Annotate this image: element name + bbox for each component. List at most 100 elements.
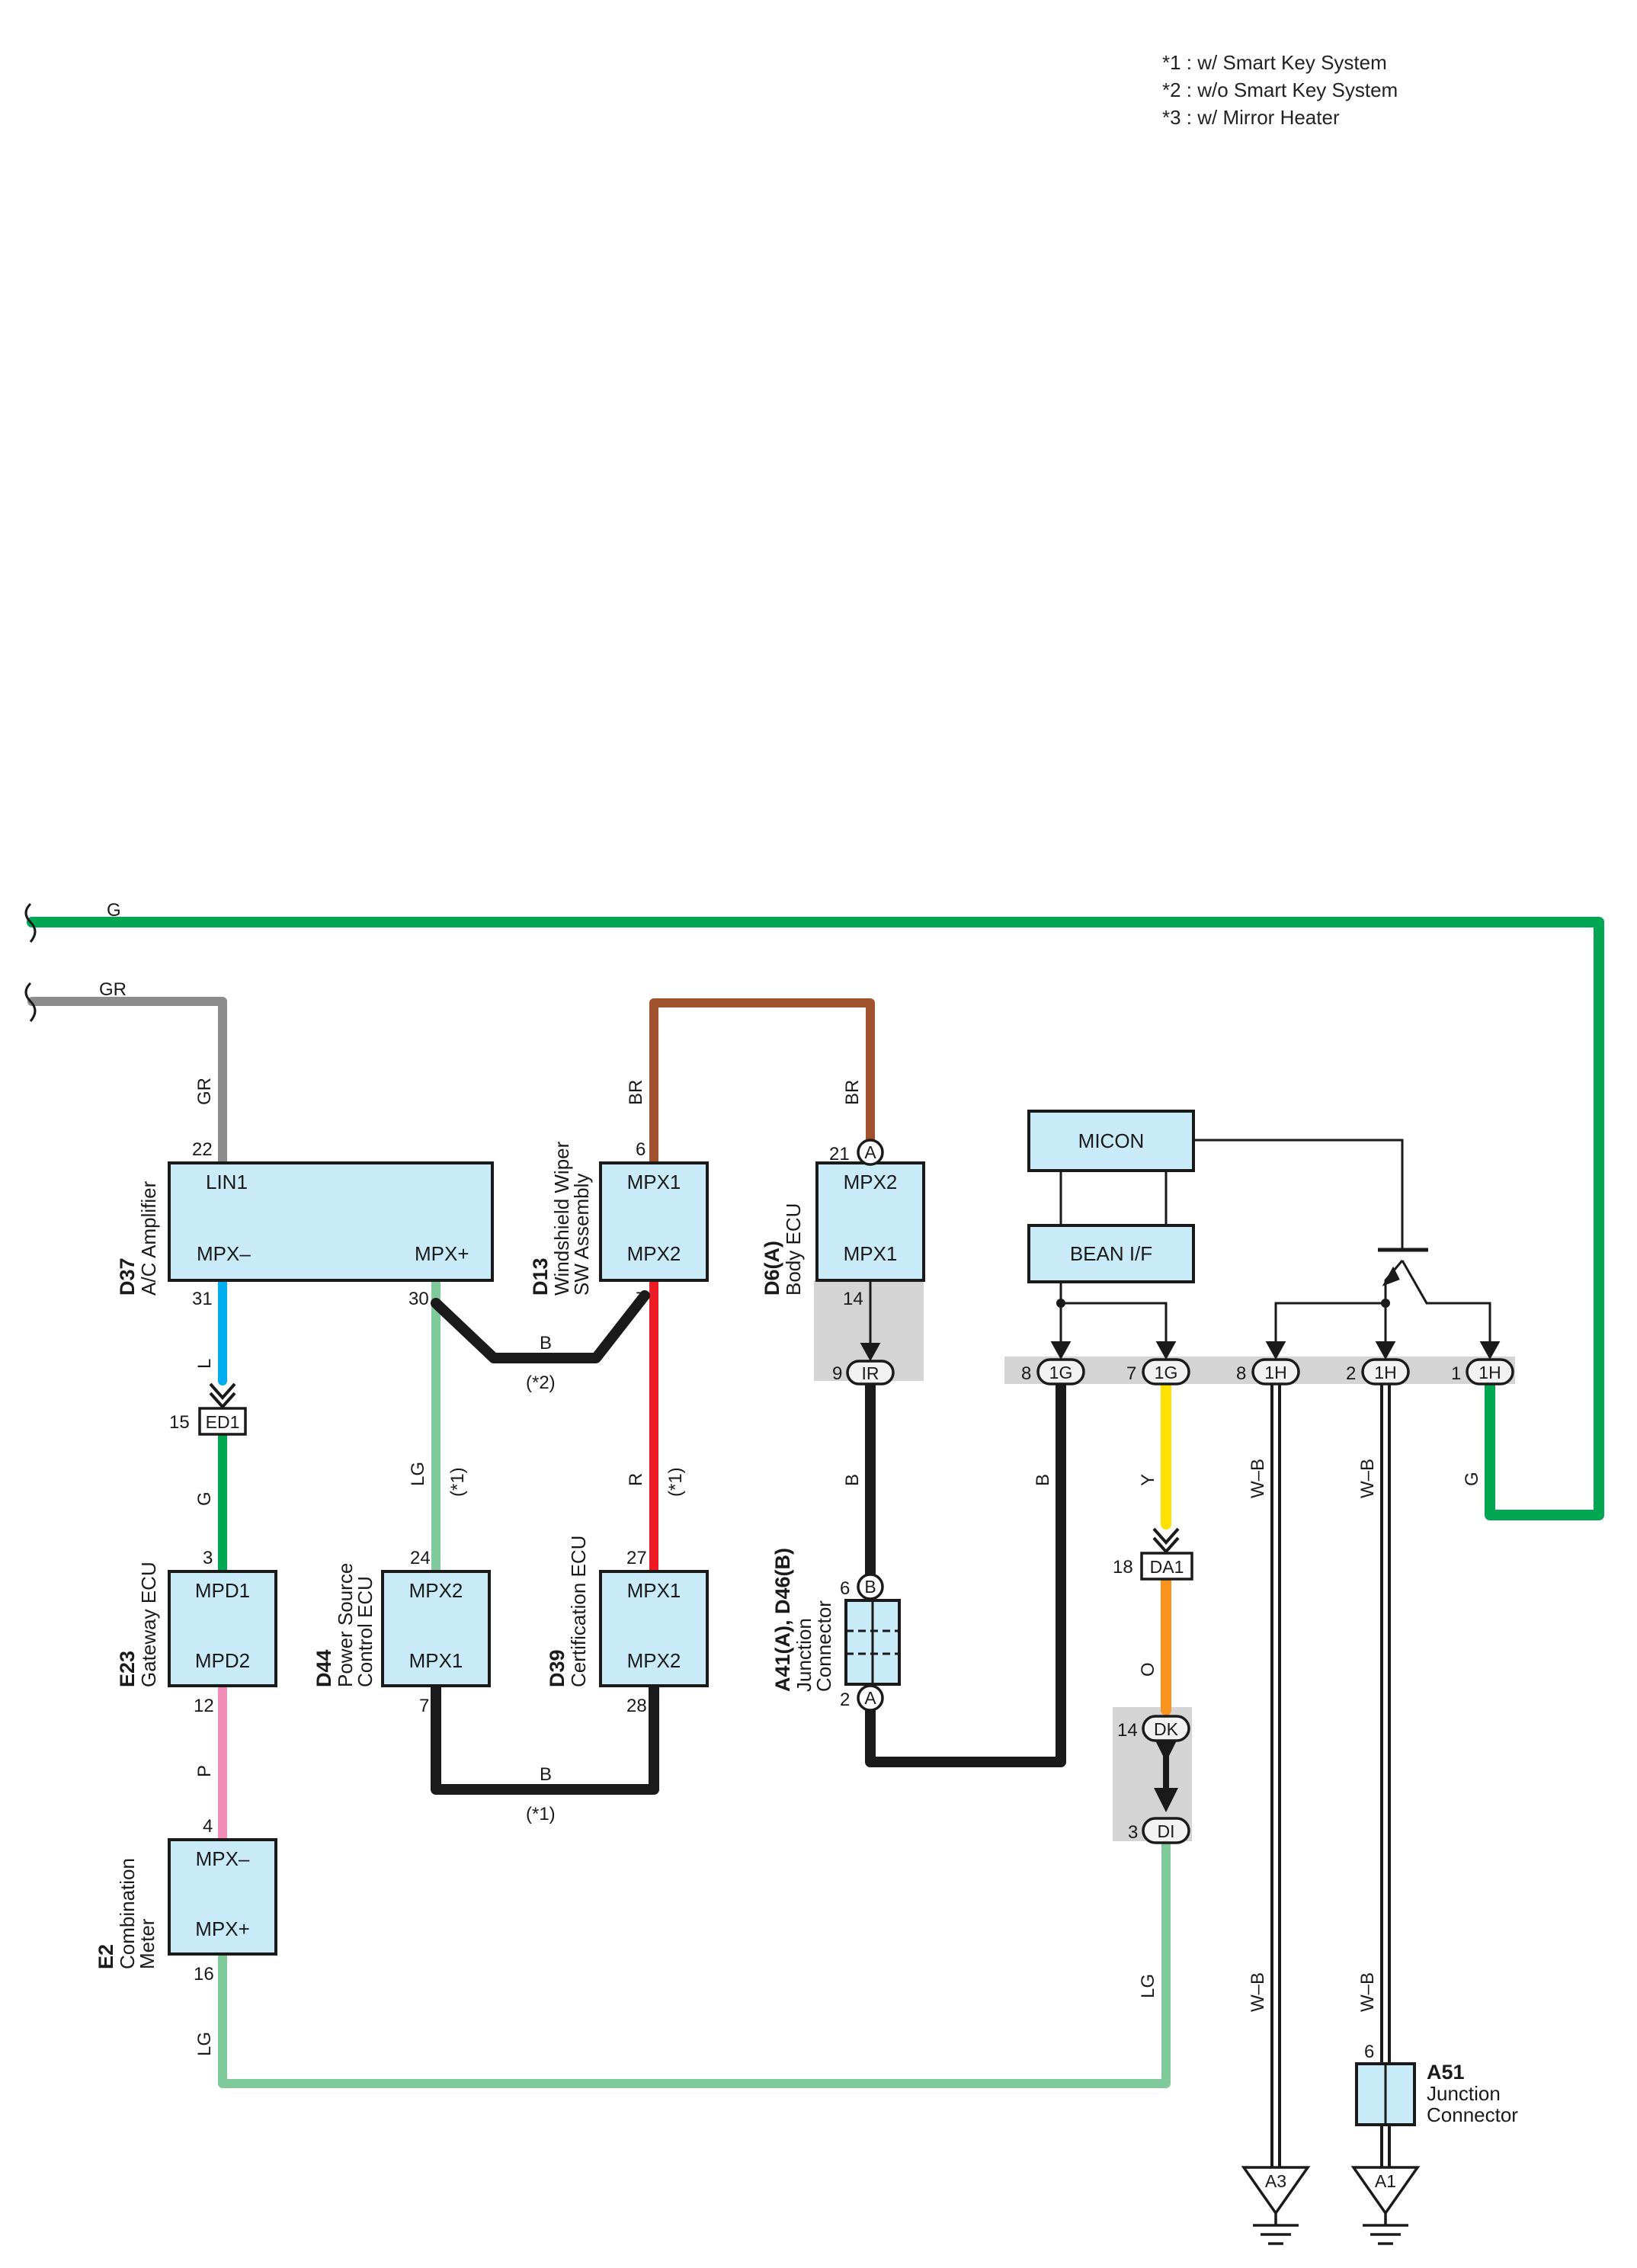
d37-t3: MPX+ <box>415 1242 469 1265</box>
arrow-1g-left <box>1050 1341 1072 1360</box>
pin-1: 1 <box>1451 1363 1461 1384</box>
e2-ref: E2 <box>95 1944 117 1969</box>
pin-31: 31 <box>192 1289 213 1309</box>
wire-br <box>649 998 875 1168</box>
pin-6c: 6 <box>1364 2042 1374 2062</box>
wl-b-d6: B <box>842 1474 863 1486</box>
d44-name1: Power Source <box>334 1563 357 1687</box>
d39-t1: MPX1 <box>627 1579 681 1602</box>
e2-t2: MPX+ <box>195 1917 250 1940</box>
footnote-legend: *1 : w/ Smart Key System *2 : w/o Smart … <box>1162 49 1398 131</box>
d13-name2: SW Assembly <box>570 1174 593 1296</box>
pin-14b: 14 <box>1117 1720 1138 1741</box>
d39-name: Certification ECU <box>567 1536 590 1687</box>
wl-wb-1: W–B <box>1248 1459 1268 1498</box>
micon-label: MICON <box>1078 1129 1145 1152</box>
a3-label: A3 <box>1265 2171 1286 2191</box>
wl-star1-b: (*1) <box>665 1467 686 1497</box>
micon-transistor-link <box>1193 1139 1404 1250</box>
pin-24: 24 <box>410 1548 431 1568</box>
e23-ref: E23 <box>116 1651 139 1687</box>
e23-name: Gateway ECU <box>137 1562 160 1687</box>
connector-di: DI <box>1142 1817 1190 1844</box>
connector-a-bottom: A <box>857 1684 884 1712</box>
wire-g-top <box>27 917 1604 1520</box>
component-e2: MPX– MPX+ E2 Combination Meter <box>95 1838 277 1969</box>
wl-g-1h: G <box>1462 1472 1482 1486</box>
wl-g-v: G <box>194 1491 215 1506</box>
pin-28: 28 <box>626 1696 647 1716</box>
connector-da1: DA1 <box>1140 1552 1193 1581</box>
arrow-1h-left <box>1265 1341 1286 1360</box>
wire-gr <box>27 997 227 1168</box>
wl-wb-3: W–B <box>1248 1972 1268 2012</box>
d6-name: Body ECU <box>782 1203 805 1296</box>
wire-lg-bottom <box>218 1835 1171 2088</box>
wl-lg-bottom: LG <box>194 2032 215 2056</box>
d6-t1: MPX2 <box>844 1171 898 1193</box>
arrow-1g-right <box>1155 1341 1177 1360</box>
wl-p: P <box>194 1765 215 1777</box>
pin-27: 27 <box>626 1548 647 1568</box>
pin-16: 16 <box>194 1964 214 1984</box>
d13-name1: Windshield Wiper <box>550 1141 573 1296</box>
d13-ref: D13 <box>529 1257 552 1296</box>
d39-t2: MPX2 <box>627 1649 681 1672</box>
footnote-2: *2 : w/o Smart Key System <box>1162 78 1398 101</box>
wl-lg-d44: LG <box>408 1462 428 1486</box>
ir-label: IR <box>862 1363 879 1383</box>
da1-label: DA1 <box>1150 1557 1184 1577</box>
break-symbol-g <box>24 902 37 943</box>
d44-t1: MPX2 <box>409 1579 463 1602</box>
wl-gr-v: GR <box>194 1078 215 1105</box>
pin-9: 9 <box>832 1363 842 1384</box>
component-d37: LIN1 MPX– MPX+ D37 A/C Amplifier <box>116 1161 494 1296</box>
component-d6: MPX2 MPX1 D6(A) Body ECU <box>761 1161 925 1296</box>
pin-7c: 7 <box>1126 1363 1136 1384</box>
connector-b: B <box>857 1573 884 1600</box>
connector-1h-mid: 1H <box>1361 1358 1410 1385</box>
arrow-ir <box>860 1343 881 1362</box>
wl-l: L <box>194 1359 215 1369</box>
pin-14: 14 <box>843 1289 863 1309</box>
h3-label: 1H <box>1478 1363 1501 1382</box>
e2-t1: MPX– <box>196 1847 250 1870</box>
chevron-da1 <box>1152 1527 1180 1555</box>
bean-1g-link <box>1059 1282 1168 1350</box>
component-a41: A41(A), D46(B) Junction Connector <box>771 1548 901 1692</box>
a41-name1: Junction <box>793 1618 815 1692</box>
d37-t1: LIN1 <box>206 1171 248 1193</box>
wl-star1-a: (*1) <box>447 1467 468 1497</box>
wl-br-left: BR <box>626 1080 646 1105</box>
pin-21: 21 <box>829 1144 850 1164</box>
d44-ref: D44 <box>312 1649 335 1687</box>
a51-name2: Connector <box>1427 2103 1518 2126</box>
connector-ed1: ED1 <box>198 1407 247 1436</box>
a-label: A <box>864 1142 876 1162</box>
connector-1h-left: 1H <box>1251 1358 1300 1385</box>
pin-6: 6 <box>636 1139 646 1160</box>
wire-b-1g <box>865 1378 1066 1767</box>
pin-3: 3 <box>203 1548 213 1568</box>
arrow-transistor <box>1382 1266 1400 1286</box>
bean-label: BEAN I/F <box>1070 1242 1152 1265</box>
g2-label: 1G <box>1155 1363 1178 1382</box>
connector-1g-left: 1G <box>1036 1358 1085 1385</box>
pin-8a: 8 <box>1021 1363 1031 1384</box>
d6-ref: D6(A) <box>761 1241 783 1296</box>
arrow-1h-right <box>1479 1341 1501 1360</box>
pin-15: 15 <box>169 1412 190 1433</box>
component-d44: MPX2 MPX1 D44 Power Source Control ECU <box>312 1563 491 1687</box>
pin-2b: 2 <box>1346 1363 1356 1384</box>
d6-t2: MPX1 <box>844 1242 898 1265</box>
connector-1h-right: 1H <box>1466 1358 1514 1385</box>
wl-b-1g: B <box>1033 1474 1053 1486</box>
wl-star1-c: (*1) <box>526 1804 556 1824</box>
wl-lg-di: LG <box>1138 1974 1158 1998</box>
pin-6b: 6 <box>840 1578 850 1599</box>
component-micon: MICON <box>1027 1110 1195 1172</box>
wire-b-star1 <box>431 1680 659 1795</box>
a41-ref: A41(A), D46(B) <box>771 1548 794 1692</box>
e2-name1: Combination <box>116 1858 139 1969</box>
